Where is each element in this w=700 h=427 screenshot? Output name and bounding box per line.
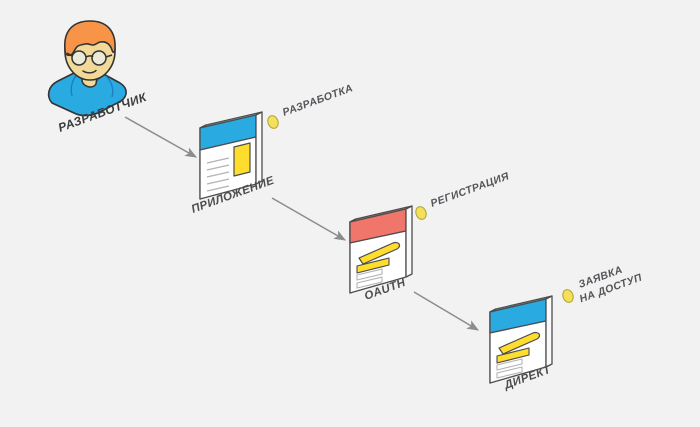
node-oauth[interactable]: [349, 205, 413, 294]
app-card-right-edge: [255, 111, 263, 185]
app-card-yellow-block: [233, 142, 251, 177]
step-2-marker-icon: [415, 206, 427, 220]
avatar-collar-right: [105, 75, 114, 98]
node-app[interactable]: [199, 111, 263, 200]
app-card-text-lines: [206, 157, 230, 192]
oauth-card-yellow-bar: [356, 257, 390, 274]
step-1-marker-icon: [267, 115, 279, 129]
node-direct[interactable]: [489, 295, 553, 384]
direct-card-yellow-pen-icon: [498, 331, 541, 355]
direct-card-right-edge: [545, 295, 553, 368]
arrow-app-to-oauth: [271, 197, 347, 241]
developer-avatar: [47, 20, 127, 117]
avatar-glasses-icon: [66, 50, 113, 66]
arrow-oauth-to-direct: [413, 291, 480, 331]
direct-card-yellow-bar: [496, 347, 530, 364]
oauth-card-line-2: [356, 276, 383, 289]
direct-card-line-1: [496, 358, 523, 371]
oauth-card-yellow-pen-icon: [358, 241, 401, 265]
oauth-card-right-edge: [405, 205, 413, 278]
oauth-card-line-1: [356, 268, 383, 281]
avatar-mouth: [82, 69, 97, 74]
step-3-marker-icon: [562, 289, 574, 303]
avatar-shirt: [47, 67, 127, 117]
direct-card-line-2: [496, 366, 523, 379]
avatar-hair: [64, 20, 116, 57]
arrow-developer-to-app: [124, 116, 198, 158]
